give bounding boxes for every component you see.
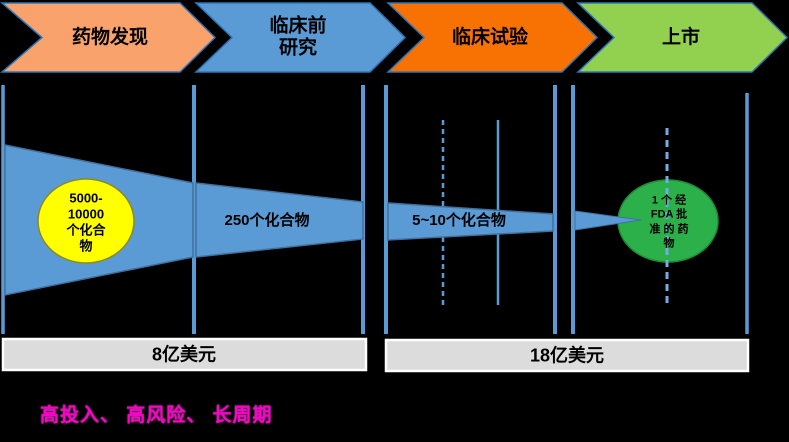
- funnel-segment-preclinical: [195, 182, 364, 258]
- cost-bar-1: [1, 337, 368, 372]
- stage-label-discovery: 药物发现: [71, 26, 149, 48]
- approved-drug-label: 1 个 经 FDA 批 准 的 药 物: [649, 194, 689, 250]
- compound-count-stage3: 5~10个化合物: [412, 212, 506, 230]
- cost-label-1: 8亿美元: [151, 344, 217, 365]
- stage-chevron-preclinical: [194, 2, 407, 73]
- cost-label-2: 18亿美元: [529, 345, 605, 366]
- funnel-segment-clinical: [387, 202, 554, 241]
- compound-count-stage1: 5000- 10000 个化合 物: [66, 190, 106, 253]
- compound-count-ellipse: [37, 178, 135, 264]
- cost-bar-2: [384, 338, 750, 373]
- stage-chevron-clinical: [386, 2, 599, 73]
- stage-chevron-discovery: [0, 2, 217, 73]
- stage-chevron-market: [576, 2, 789, 73]
- funnel-tip-wedge: [574, 210, 642, 231]
- stage-label-market: 上市: [661, 26, 701, 48]
- stage-label-preclinical: 临床前 研究: [269, 15, 327, 59]
- compound-count-stage2: 250个化合物: [224, 212, 310, 230]
- stage-label-clinical: 临床试验: [451, 26, 529, 48]
- summary-footnote: 高投入、 高风险、 长周期: [40, 405, 273, 426]
